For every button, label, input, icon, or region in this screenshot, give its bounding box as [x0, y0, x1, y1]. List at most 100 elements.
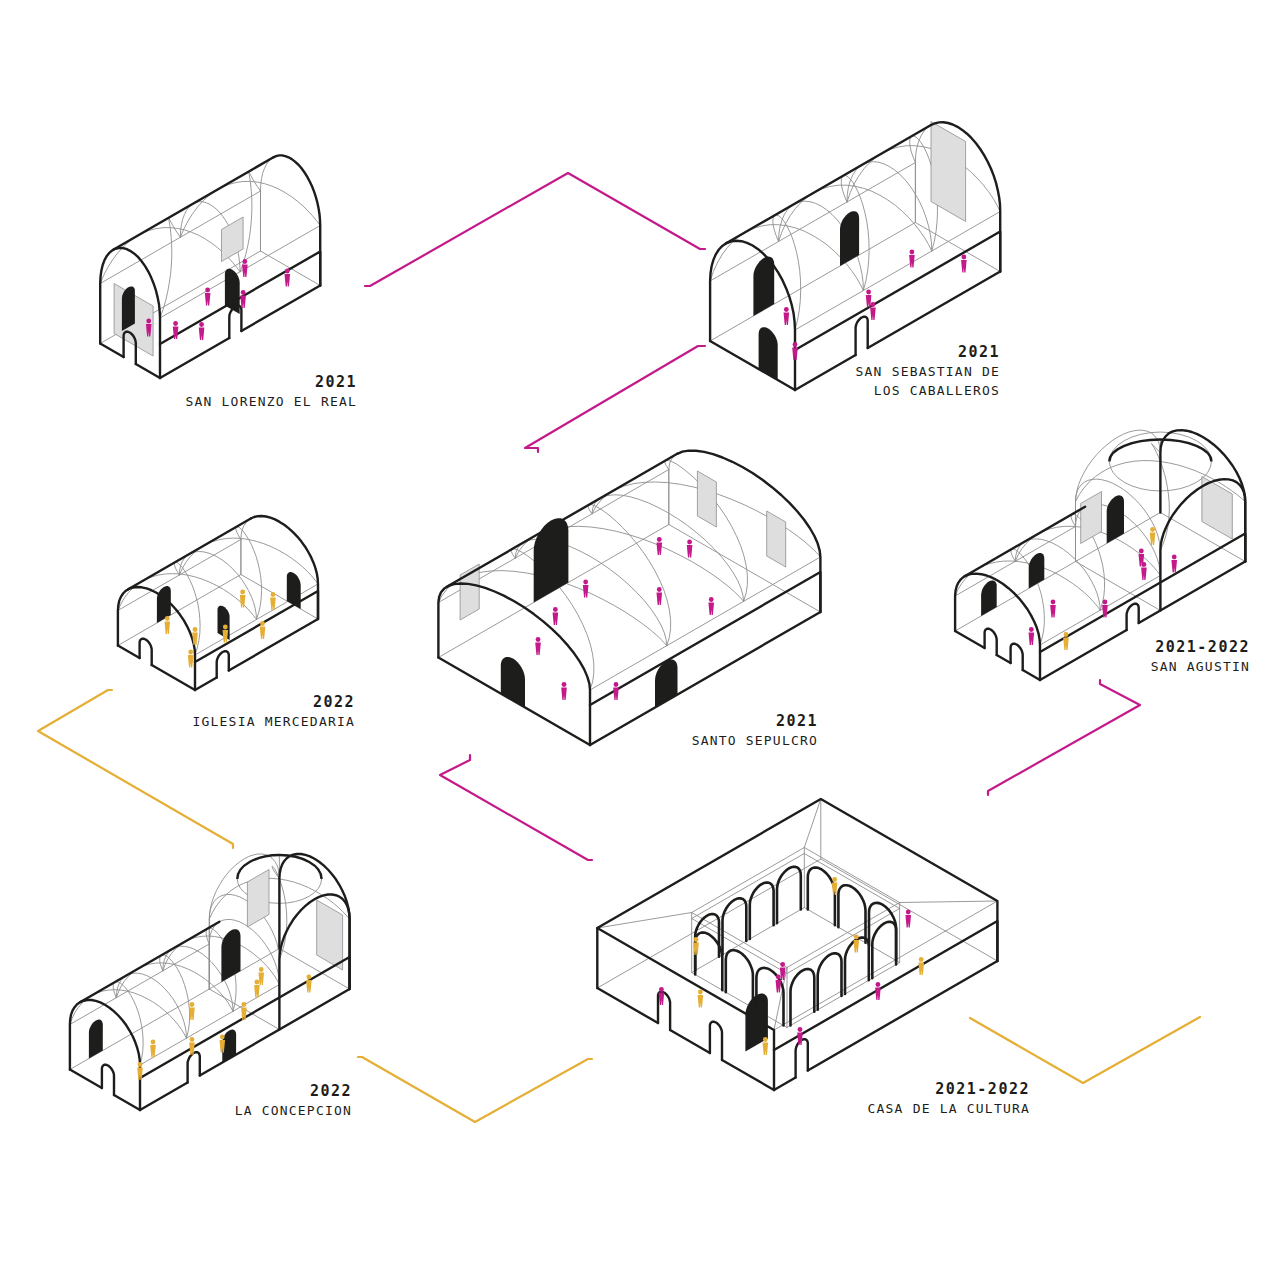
visitor-figure — [1139, 549, 1144, 554]
visitor-figure — [798, 1027, 803, 1032]
door-opening — [225, 269, 240, 314]
section-line — [160, 252, 320, 345]
wall-opening — [102, 1065, 114, 1095]
route-connector — [38, 690, 233, 848]
visitor-figure — [138, 1062, 143, 1067]
visitor-figure — [1063, 638, 1069, 651]
visitor-figure — [242, 259, 247, 264]
church-name: SAN SEBASTIAN DE LOS CABALLEROS — [848, 362, 1000, 400]
cloister-arch — [818, 953, 842, 1010]
section-line — [136, 364, 160, 378]
door-opening — [1107, 495, 1124, 543]
wall-edge — [140, 985, 279, 1066]
roof-ridge — [128, 519, 251, 590]
visitor-figure — [784, 307, 789, 312]
altar-panel — [767, 511, 786, 567]
year-label: 2022 — [115, 692, 355, 712]
cloister-arch — [695, 933, 722, 991]
vault-rib — [174, 562, 200, 655]
visitor-figure — [189, 1008, 195, 1021]
visitor-figure — [188, 650, 193, 655]
visitor-group — [137, 967, 311, 1080]
courtyard-edge — [899, 903, 900, 963]
vault-rib — [588, 505, 670, 646]
visitor-figure — [687, 540, 692, 545]
cloister-arch — [726, 950, 753, 1008]
church-node: 2021-2022SAN AGUSTIN — [950, 432, 1255, 680]
door-opening — [89, 1020, 103, 1059]
node-label: 2021SAN SEBASTIAN DE LOS CABALLEROS — [848, 342, 1000, 400]
vault-arch — [915, 122, 1000, 271]
courtyard-edge — [804, 848, 805, 908]
door-opening — [157, 586, 171, 623]
visitor-figure — [961, 255, 966, 260]
church-name: SAN AGUSTIN — [1010, 657, 1250, 676]
section-line — [160, 338, 229, 378]
vault-lines — [118, 516, 318, 655]
route-connector — [440, 755, 592, 860]
cloister-arch — [869, 903, 896, 961]
node-label: 2022IGLESIA MERCEDARIA — [115, 692, 355, 731]
visitor-figure — [150, 1045, 156, 1058]
visitor-figure — [151, 1040, 156, 1045]
church-node: 2022LA CONCEPCION — [65, 848, 358, 1122]
cloister-arch — [838, 885, 865, 943]
visitor-figure — [306, 980, 312, 993]
wall-edge — [795, 212, 1000, 331]
section-line — [100, 248, 160, 378]
wall-opening — [1011, 644, 1023, 670]
visitor-figure — [190, 1037, 195, 1042]
wall-edge — [710, 163, 915, 282]
visitor-figure — [961, 260, 967, 273]
year-label: 2021 — [578, 711, 818, 731]
vault-arch — [261, 156, 321, 286]
roof-ridge — [965, 507, 1085, 577]
church-node: 2022IGLESIA MERCEDARIA — [112, 512, 362, 735]
roof-hip — [774, 968, 787, 1031]
visitor-figure — [656, 593, 662, 606]
visitor-figure — [241, 1008, 247, 1021]
visitor-figure — [1102, 605, 1108, 618]
visitor-figure — [871, 302, 876, 307]
visitor-figure — [173, 327, 179, 340]
vault-rib — [100, 228, 240, 284]
visitor-group — [164, 590, 275, 668]
visitor-figure — [285, 274, 291, 287]
section-line — [195, 591, 318, 662]
section-line — [438, 658, 590, 746]
courtyard-edge — [787, 968, 788, 1028]
section-line — [597, 988, 658, 1023]
wall-edge — [70, 944, 209, 1025]
visitor-figure — [173, 321, 178, 326]
cloister-arch — [723, 898, 747, 955]
visitor-figure — [240, 296, 246, 309]
door-opening — [534, 518, 569, 602]
section-outline — [438, 451, 820, 745]
church-drawing — [597, 799, 997, 1090]
church-name: SANTO SEPULCRO — [578, 731, 818, 750]
church-drawing — [118, 516, 318, 690]
visitor-figure — [698, 990, 703, 995]
section-line — [118, 587, 195, 690]
floor-edge — [955, 562, 1160, 632]
visitor-figure — [687, 545, 693, 558]
visitor-figure — [693, 943, 699, 956]
visitor-figure — [240, 590, 245, 595]
visitor-figure — [909, 255, 915, 268]
visitor-figure — [255, 980, 260, 985]
visitor-figure — [1139, 554, 1145, 567]
year-label: 2021 — [117, 372, 357, 392]
section-line — [152, 665, 195, 690]
wall-edge — [590, 557, 820, 690]
section-line — [795, 355, 856, 390]
visitor-figure — [219, 1040, 225, 1053]
visitor-figure — [853, 940, 859, 953]
vault-lines — [438, 451, 820, 691]
vault-arch — [592, 495, 744, 602]
floor-edge — [597, 859, 997, 988]
section-line — [195, 678, 217, 691]
visitor-figure — [205, 293, 211, 306]
church-name: IGLESIA MERCEDARIA — [115, 712, 355, 731]
visitor-figure — [583, 585, 589, 598]
